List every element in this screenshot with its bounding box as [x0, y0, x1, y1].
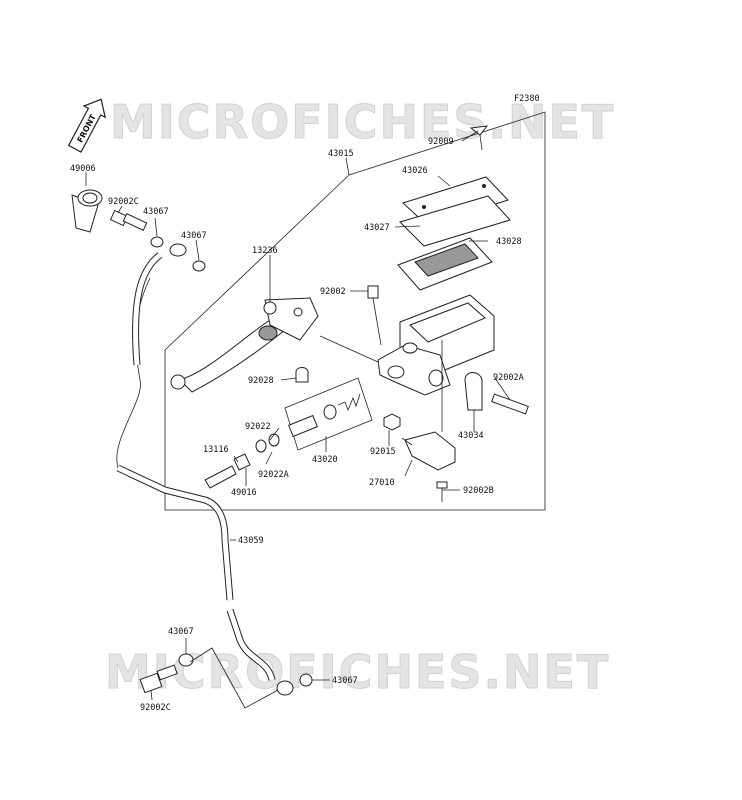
label-43027: 43027 — [364, 223, 390, 233]
label-92002c-bottom: 92002C — [140, 703, 171, 713]
part-43067-washer-c — [178, 653, 194, 667]
part-43067-washer-b — [192, 260, 206, 272]
watermark-bottom: MICROFICHES.NET — [105, 645, 610, 699]
part-43067-washer-d — [299, 673, 313, 687]
label-92002b: 92002B — [463, 486, 494, 496]
part-92002c-banjo-bolt-bottom — [139, 664, 178, 694]
part-27010-switch — [401, 431, 456, 471]
label-92015: 92015 — [370, 447, 396, 457]
label-43020: 43020 — [312, 455, 338, 465]
part-92015-nut — [383, 413, 401, 431]
label-92002c-top: 92002C — [108, 197, 139, 207]
part-hose-fitting-bottom — [276, 680, 294, 696]
label-49016: 49016 — [231, 488, 257, 498]
leader-lines — [85, 130, 511, 701]
part-43028-diaphragm — [397, 237, 493, 291]
part-92002a-bolt — [491, 393, 529, 415]
part-49016-boot — [233, 453, 251, 471]
part-43034-clamp — [464, 372, 483, 411]
label-92028: 92028 — [248, 376, 274, 386]
label-43059: 43059 — [238, 536, 264, 546]
part-43067-washer-a — [150, 236, 164, 248]
part-92002c-banjo-bolt-top — [109, 209, 148, 231]
ref-code: F2380 — [514, 94, 540, 104]
label-43028: 43028 — [496, 237, 522, 247]
label-43067-d: 43067 — [332, 676, 358, 686]
label-13236: 13236 — [252, 246, 278, 256]
label-43067-b: 43067 — [181, 231, 207, 241]
part-lever — [170, 297, 319, 393]
label-27010: 27010 — [369, 478, 395, 488]
watermark-top: MICROFICHES.NET — [110, 95, 615, 149]
front-arrow-icon: FRONT — [67, 98, 107, 153]
part-92002b-screw — [436, 481, 448, 502]
part-92028-pin — [295, 367, 309, 383]
label-43067-c: 43067 — [168, 627, 194, 637]
part-master-cylinder-body — [377, 342, 451, 396]
label-13116: 13116 — [203, 445, 229, 455]
label-92022: 92022 — [245, 422, 271, 432]
part-hose-fitting-top — [169, 243, 187, 257]
label-43026: 43026 — [402, 166, 428, 176]
label-92002: 92002 — [320, 287, 346, 297]
part-13116-pushrod — [204, 465, 237, 489]
label-92022a: 92022A — [258, 470, 289, 480]
part-43020-piston-kit — [284, 377, 373, 451]
label-49006: 49006 — [70, 164, 96, 174]
part-92002-bolt — [367, 285, 382, 346]
label-43034: 43034 — [458, 431, 484, 441]
label-43015: 43015 — [328, 149, 354, 159]
label-43067-a: 43067 — [143, 207, 169, 217]
part-43027-plate — [399, 195, 511, 247]
part-92009-screw — [469, 125, 489, 151]
part-92022-ring — [255, 439, 267, 453]
label-92009: 92009 — [428, 137, 454, 147]
label-92002a: 92002A — [493, 373, 524, 383]
part-49006-cap — [71, 189, 103, 233]
